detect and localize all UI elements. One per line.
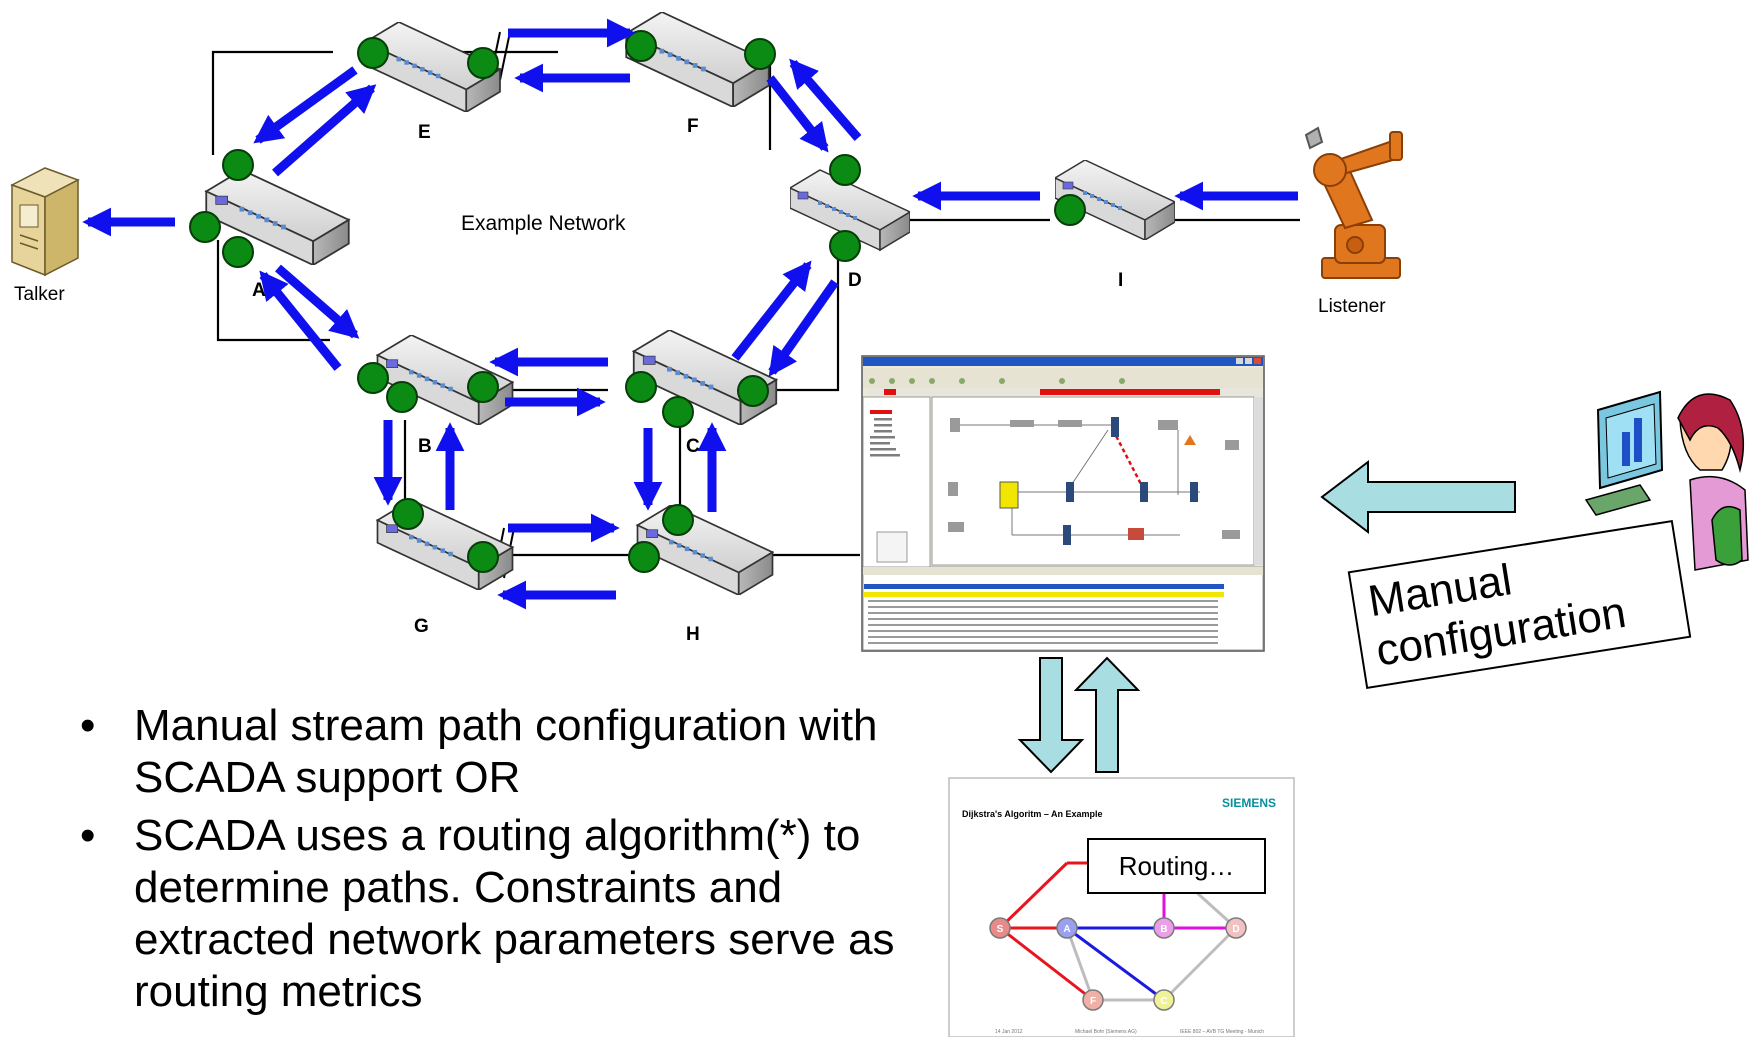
arrow-a-to-e — [272, 84, 377, 177]
cable-a-e — [211, 50, 333, 155]
arrow-c-to-d — [731, 260, 812, 361]
slide-node-b: B — [1160, 924, 1167, 935]
bullet-text: SCADA uses a routing algorithm(*) to det… — [134, 811, 895, 1016]
bullet-item: •Manual stream path configuration with S… — [80, 701, 878, 802]
hollow-arrow-down — [1017, 657, 1085, 774]
siemens-slide: Dijkstra's Algoritm – An Example SIEMENS — [948, 777, 1295, 1037]
slide-node-c: C — [1160, 996, 1167, 1007]
switch-label-d: D — [848, 270, 862, 291]
cable-a-b — [216, 240, 330, 342]
listener-robot-icon — [1304, 126, 1403, 279]
person-computer-icon — [1584, 390, 1749, 571]
arrow-b-to-a — [259, 270, 342, 371]
arrow-d-to-c — [768, 279, 839, 377]
switch-label-i: I — [1118, 270, 1123, 291]
arrow-d-to-f — [789, 58, 862, 141]
talker-server-icon — [10, 167, 80, 277]
bullet-text: Manual stream path configuration with SC… — [134, 701, 878, 802]
cable-break-marks — [489, 31, 515, 579]
switch-label-e: E — [418, 122, 431, 143]
switch-label-f: F — [687, 116, 699, 137]
slide-footer-author: Michael Bohr (Siemens AG) — [1075, 1029, 1137, 1035]
switch-ports — [189, 30, 1086, 573]
slide-brand: SIEMENS — [1222, 796, 1276, 810]
slide-node-d: D — [1232, 924, 1239, 935]
stream-arrows — [82, 18, 1298, 610]
slide-title: Dijkstra's Algoritm – An Example — [962, 809, 1103, 819]
switch-label-h: H — [686, 624, 700, 645]
arrow-a-to-b — [275, 264, 360, 339]
hollow-arrow-left — [1320, 459, 1516, 535]
switch-label-c: C — [686, 436, 700, 457]
slide-footer-date: 14 Jan 2012 — [995, 1029, 1023, 1035]
switch-label-b: B — [418, 436, 432, 457]
slide-node-s: S — [997, 924, 1004, 935]
switch-label-a: A — [252, 280, 266, 301]
arrow-e-to-a — [253, 66, 358, 144]
center-label: Example Network — [461, 212, 626, 235]
routing-label: Routing… — [1087, 838, 1266, 894]
bullet-item: •SCADA uses a routing algorithm(*) to de… — [80, 811, 895, 1016]
arrow-f-to-d — [766, 75, 829, 153]
listener-label: Listener — [1318, 296, 1386, 317]
switch-label-g: G — [414, 616, 429, 637]
talker-label: Talker — [14, 284, 65, 305]
hollow-arrow-up — [1073, 656, 1141, 773]
scada-window — [861, 355, 1265, 652]
bullet-list: •Manual stream path configuration with S… — [80, 700, 940, 1024]
slide-node-a: A — [1063, 924, 1070, 935]
slide-footer-meeting: IEEE 802 – AVB TG Meeting - Munich — [1180, 1029, 1264, 1035]
slide-node-f: F — [1090, 996, 1096, 1007]
